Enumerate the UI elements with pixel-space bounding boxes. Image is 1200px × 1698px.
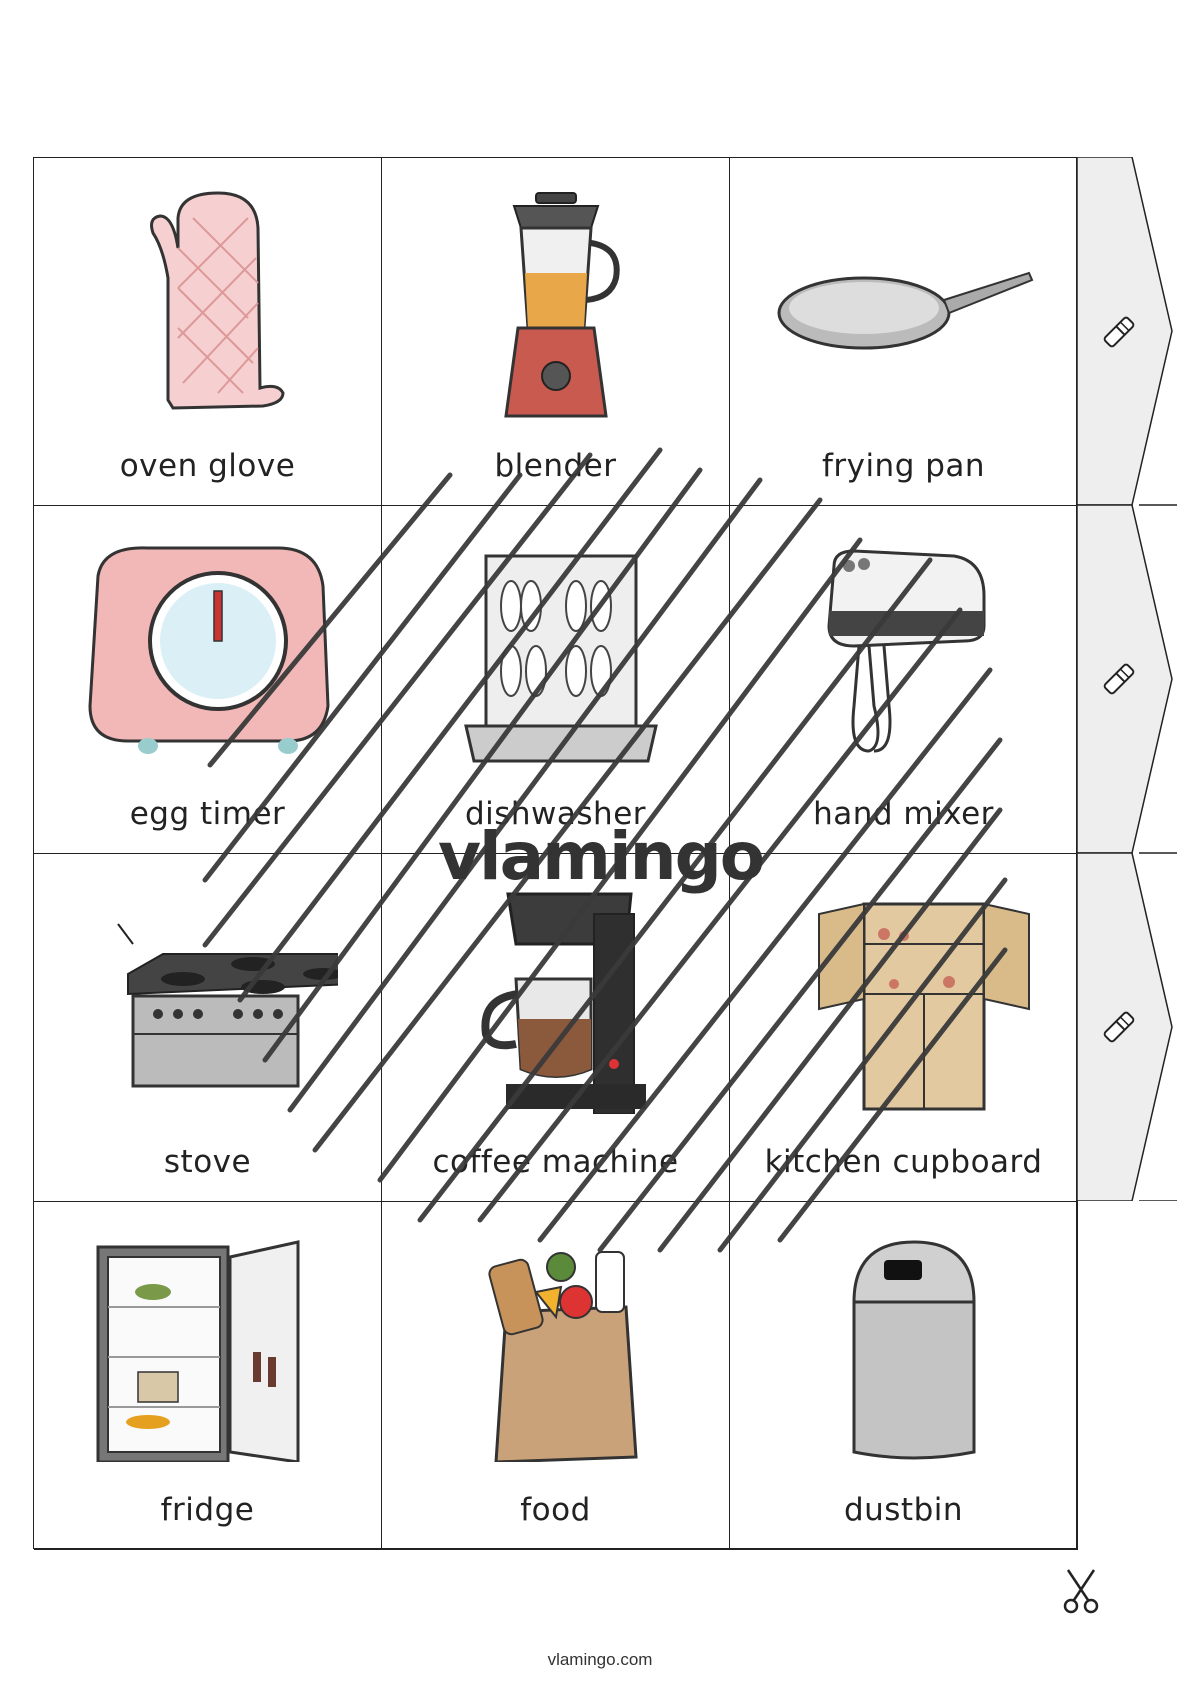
card-label: stove — [163, 1144, 252, 1180]
card-frying-pan: frying pan — [730, 158, 1078, 506]
card-label: food — [520, 1492, 591, 1528]
card-label: coffee machine — [432, 1144, 679, 1180]
card-label: hand mixer — [813, 796, 994, 832]
food-bag-icon — [488, 1251, 638, 1462]
blender-icon — [504, 192, 620, 418]
card-food: food — [382, 1202, 730, 1550]
kitchen-cupboard-icon — [818, 902, 1030, 1111]
card-fridge: fridge — [34, 1202, 382, 1550]
card-label: blender — [494, 448, 617, 484]
oven-glove-icon — [150, 191, 285, 410]
glue-stick-icon — [1103, 1011, 1135, 1043]
card-blender: blender — [382, 158, 730, 506]
card-label: fridge — [160, 1492, 255, 1528]
dustbin-icon — [852, 1240, 976, 1460]
card-coffee-machine: coffee machine — [382, 854, 730, 1202]
card-oven-glove: oven glove — [34, 158, 382, 506]
watermark-logo: vlamingo — [438, 818, 765, 895]
frying-pan-icon — [777, 271, 1034, 350]
card-hand-mixer: hand mixer — [730, 506, 1078, 854]
egg-timer-icon — [88, 546, 330, 754]
dishwasher-icon — [464, 554, 658, 763]
coffee-machine-icon — [481, 892, 646, 1114]
card-label: oven glove — [119, 448, 296, 484]
fridge-icon — [96, 1240, 300, 1462]
glue-stick-icon — [1103, 316, 1135, 348]
card-label: frying pan — [821, 448, 986, 484]
card-egg-timer: egg timer — [34, 506, 382, 854]
card-stove: stove — [34, 854, 382, 1202]
card-dishwasher: dishwasher — [382, 506, 730, 854]
hand-mixer-icon — [827, 549, 986, 753]
glue-tab-strip — [1077, 157, 1177, 1201]
footer-site: vlamingo.com — [547, 1650, 653, 1669]
scissors-icon — [1063, 1569, 1099, 1614]
card-label: dustbin — [843, 1492, 964, 1528]
card-label: egg timer — [129, 796, 286, 832]
card-dustbin: dustbin — [730, 1202, 1078, 1550]
stove-icon — [117, 923, 338, 1088]
glue-stick-icon — [1103, 663, 1135, 695]
card-label: kitchen cupboard — [764, 1144, 1043, 1180]
card-kitchen-cupboard: kitchen cupboard — [730, 854, 1078, 1202]
